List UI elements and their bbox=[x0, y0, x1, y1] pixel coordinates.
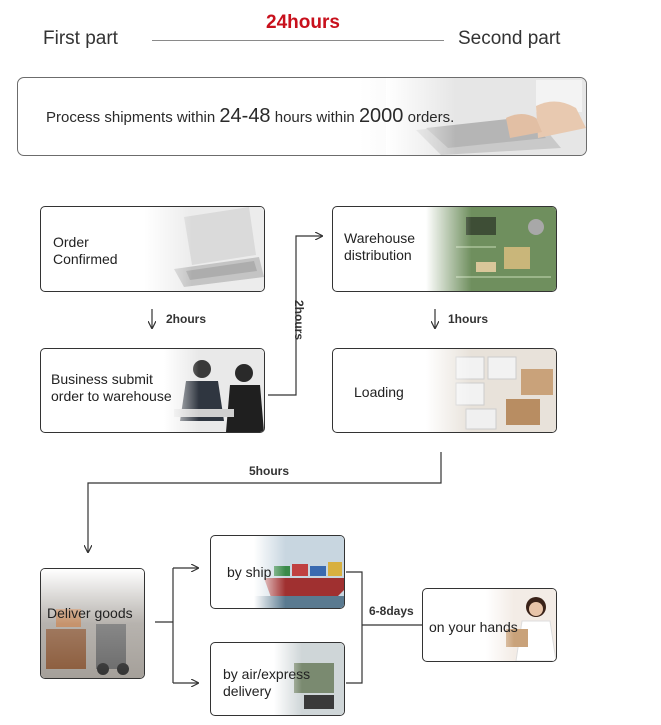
laptop-image bbox=[144, 207, 264, 291]
step-by-air-label: by air/express delivery bbox=[223, 666, 310, 700]
step-order-confirmed: Order Confirmed bbox=[40, 206, 265, 292]
label-line: by air/express bbox=[223, 666, 311, 682]
banner: Process shipments within 24-48 hours wit… bbox=[17, 77, 587, 156]
banner-text: Process shipments within 24-48 hours wit… bbox=[46, 105, 454, 128]
step-warehouse-distribution: Warehouse distribution bbox=[332, 206, 557, 292]
banner-text-part: hours within bbox=[270, 109, 359, 126]
label-line: Warehouse bbox=[344, 230, 416, 246]
laptop-hands-image bbox=[386, 78, 586, 155]
duration-loading-to-deliver: 5hours bbox=[249, 464, 290, 478]
duration-transit: 6-8days bbox=[369, 604, 414, 618]
step-loading-label: Loading bbox=[354, 384, 404, 400]
circuit-board-image bbox=[426, 207, 556, 291]
step-order-confirmed-label: Order Confirmed bbox=[53, 234, 118, 268]
step-on-your-hands-label: on your hands bbox=[429, 619, 518, 635]
woman-receiving-package-image bbox=[486, 589, 556, 661]
label-line: Business submit bbox=[51, 371, 153, 387]
label-line: Order bbox=[53, 234, 89, 250]
banner-orders-value: 2000 bbox=[358, 105, 404, 127]
cargo-ship-image bbox=[254, 536, 344, 608]
aircraft-image bbox=[274, 643, 344, 715]
banner-text-part: orders. bbox=[403, 109, 455, 126]
label-line: order to warehouse bbox=[51, 388, 172, 404]
step-business-submit-label: Business submit order to warehouse bbox=[51, 371, 172, 405]
step-by-ship-label: by ship bbox=[227, 564, 272, 580]
business-meeting-image bbox=[164, 349, 264, 432]
step-deliver-goods-label: Deliver goods bbox=[47, 605, 133, 621]
duration-warehouse-to-loading: 1hours bbox=[448, 312, 489, 326]
duration-submit-to-warehouse: 2hours bbox=[292, 300, 306, 341]
arrow-loading-to-deliver bbox=[88, 452, 442, 552]
boxes-image bbox=[426, 349, 556, 432]
line-merge-bracket bbox=[346, 571, 363, 684]
step-deliver-goods: Deliver goods bbox=[40, 568, 145, 679]
header-title: 24hours bbox=[266, 12, 340, 33]
step-by-air: by air/express delivery bbox=[210, 642, 345, 716]
arrow-submit-to-warehouse bbox=[268, 236, 322, 396]
second-part-label: Second part bbox=[458, 28, 561, 49]
banner-text-part: Process shipments within bbox=[46, 109, 220, 126]
duration-confirm-to-submit: 2hours bbox=[166, 312, 207, 326]
label-line: delivery bbox=[223, 683, 272, 699]
forklift-warehouse-image bbox=[41, 569, 144, 678]
label-line: distribution bbox=[344, 247, 412, 263]
step-business-submit: Business submit order to warehouse bbox=[40, 348, 265, 433]
first-part-label: First part bbox=[43, 28, 118, 49]
label-line: Confirmed bbox=[53, 251, 118, 267]
step-on-your-hands: on your hands bbox=[422, 588, 557, 662]
step-by-ship: by ship bbox=[210, 535, 345, 609]
step-loading: Loading bbox=[332, 348, 557, 433]
banner-hours-value: 24-48 bbox=[219, 105, 271, 127]
header-divider-line bbox=[152, 40, 444, 41]
step-warehouse-distribution-label: Warehouse distribution bbox=[344, 230, 415, 264]
